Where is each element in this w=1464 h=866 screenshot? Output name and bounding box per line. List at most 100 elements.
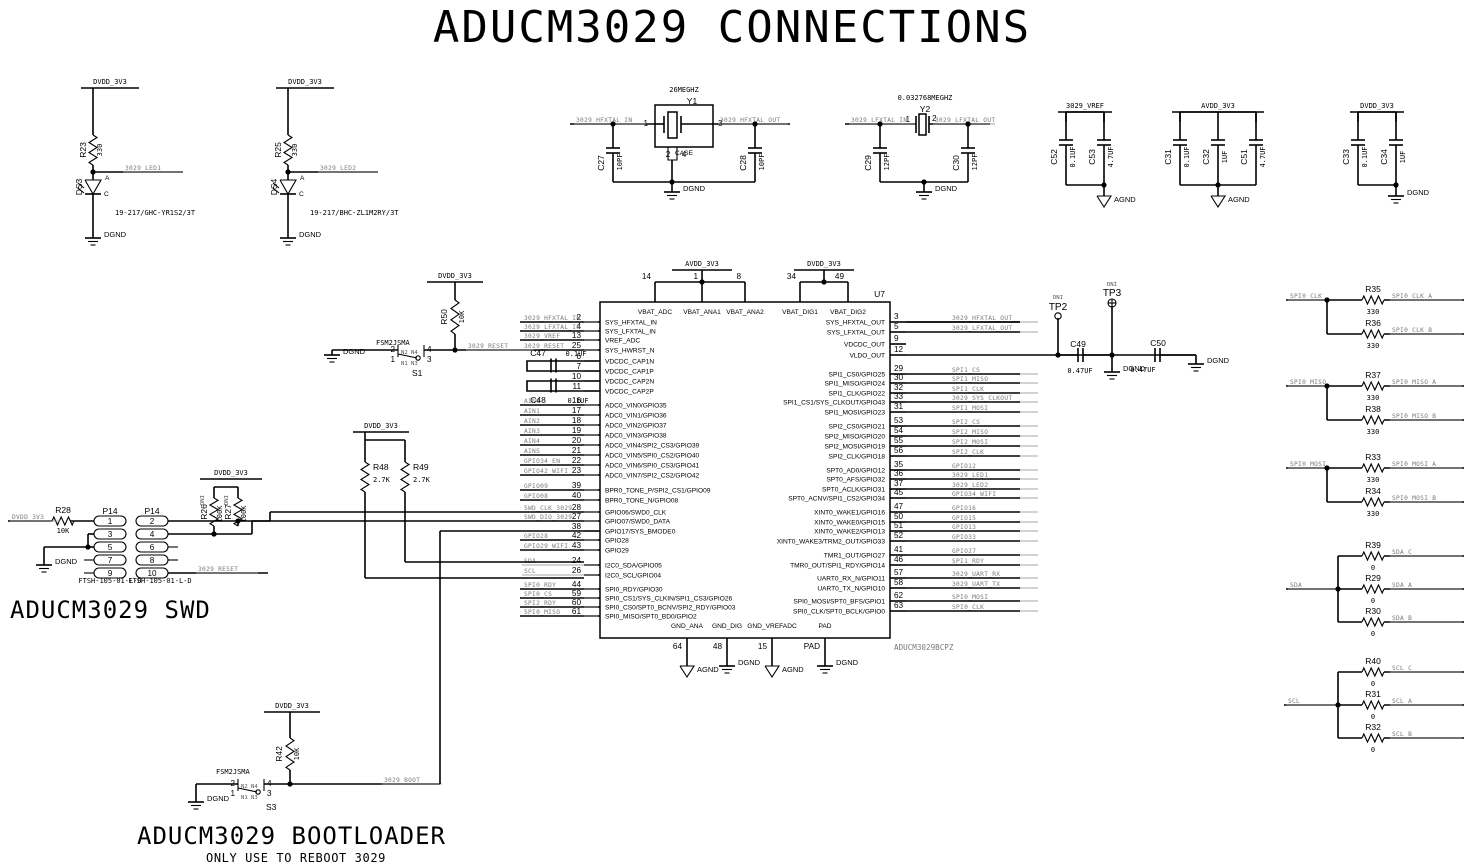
ic-leftpin-59-name: SPI0_CS1/SYS_CLKIN/SPI1_CS3/GPIO26 bbox=[605, 596, 733, 603]
avdd-bus-dot bbox=[699, 279, 705, 285]
ic-leftpin-40-num: 40 bbox=[572, 491, 582, 500]
xtal2-cap-out-ref: C30 bbox=[951, 155, 961, 171]
ic-leftpin-59-net: SPI0_CS bbox=[524, 591, 552, 598]
ic-toppin-49-name: VBAT_DIG2 bbox=[830, 309, 866, 316]
ic-leftpin-22-net: GPIO34_EN bbox=[524, 458, 560, 465]
ic-rightpin-51-num: 51 bbox=[894, 521, 904, 530]
ic-rightpin-56-net: SPI2_CLK bbox=[952, 449, 984, 456]
xtal2-cap-in-ref: C29 bbox=[863, 155, 873, 171]
boot-section-subtitle: ONLY USE TO REBOOT 3029 bbox=[206, 851, 386, 865]
ic-toppin-8-name: VBAT_ANA2 bbox=[726, 309, 764, 316]
bank-dvdd-cap0-val: 0.1UF bbox=[1361, 146, 1369, 167]
ic-rightpin-50-net: GPIO15 bbox=[952, 515, 976, 522]
ic-botpin-64-gnd bbox=[679, 665, 696, 679]
led1-diode-body bbox=[84, 179, 102, 196]
ic-rightpin-63-net: SPI0_CLK bbox=[952, 604, 984, 611]
swd-pullup-rail-label: DVDD_3V3 bbox=[214, 469, 248, 477]
split-4-row1-res bbox=[1361, 699, 1385, 711]
split-1-row0-val: 330 bbox=[1367, 394, 1380, 402]
ic-toppin-49-num: 49 bbox=[835, 272, 845, 281]
split-0-row1-res bbox=[1361, 328, 1385, 340]
ic-leftpin-6-name: VDCDC_CAP1N bbox=[605, 359, 654, 366]
split-2-row1-res bbox=[1361, 496, 1385, 508]
ic-botpin-PAD-num: PAD bbox=[804, 642, 820, 651]
swd-rail-net: DVDD_3V3 bbox=[12, 514, 44, 521]
split-3-row0-ref: R39 bbox=[1365, 540, 1381, 550]
reset-sw-pin1: 1 bbox=[390, 355, 395, 364]
split-3-row0-out-net: SDA_C bbox=[1392, 549, 1412, 556]
bank-avdd-cap2-val: 4.7UF bbox=[1259, 146, 1267, 167]
ic-leftpin-22-num: 22 bbox=[572, 456, 582, 465]
ic-rightpin-58-net: 3029_UART_TX bbox=[952, 581, 1000, 588]
ic-leftpin-40-name: BPR0_TONE_N/GPIO08 bbox=[605, 498, 679, 505]
i2c-r48 bbox=[359, 461, 371, 493]
ic-leftpin-26-name: I2C0_SCL/GPIO04 bbox=[605, 573, 661, 580]
ic-rightpin-29-num: 29 bbox=[894, 364, 904, 373]
reset-sw-pin2: 2 bbox=[390, 345, 395, 354]
ic-rightpin-45-num: 45 bbox=[894, 488, 904, 497]
bank-avdd-gnd bbox=[1210, 195, 1227, 209]
ic-leftpin-43-net: GPIO29_WIFI bbox=[524, 543, 568, 550]
tp2-pad[interactable] bbox=[1054, 312, 1062, 320]
ic-leftpin-24-name: I2C0_SDA/GPIO05 bbox=[605, 563, 662, 570]
swd-pin-4-num: 4 bbox=[150, 530, 155, 539]
ic-leftpin-13-name: VREF_ADC bbox=[605, 338, 640, 345]
boot-sw-ref: S3 bbox=[266, 802, 277, 812]
led1-net: 3029_LED1 bbox=[125, 165, 161, 172]
ic-leftpin-59-num: 59 bbox=[572, 589, 582, 598]
split-0-row0-out-net: SPI0_CLK_A bbox=[1392, 293, 1432, 300]
ic-rightpin-5-name: SYS_LFXTAL_OUT bbox=[827, 330, 885, 337]
swd-pin-2-num: 2 bbox=[150, 517, 155, 526]
ic-rightpin-51-net: GPIO13 bbox=[952, 524, 976, 531]
ic-rightpin-35-num: 35 bbox=[894, 460, 904, 469]
ic-leftpin-21-name: ADC0_VIN5/SPI0_CS2/GPIO40 bbox=[605, 453, 700, 460]
swd-conn-left-label: P14 bbox=[102, 506, 117, 516]
boot-sw-actuator bbox=[237, 787, 258, 793]
ic-leftpin-28-net: SWD_CLK_3029 bbox=[524, 505, 572, 512]
ic-leftpin-2-num: 2 bbox=[576, 313, 581, 322]
boot-resistor bbox=[285, 737, 295, 771]
ic-leftpin-4-num: 4 bbox=[576, 322, 581, 331]
c50-gnd-label: DGND bbox=[1207, 356, 1230, 365]
ic-toppin-1-num: 1 bbox=[693, 272, 698, 281]
split-3-row1-ref: R29 bbox=[1365, 573, 1381, 583]
ic-leftpin-23-num: 23 bbox=[572, 466, 582, 475]
reset-sw-ref: S1 bbox=[412, 368, 423, 378]
ic-leftpin-19-name: ADC0_VIN3/GPIO38 bbox=[605, 433, 667, 440]
ic-rightpin-55-num: 55 bbox=[894, 436, 904, 445]
swd-section-title: ADUCM3029 SWD bbox=[10, 596, 211, 624]
ic-rightpin-33-name: SPI1_CS1/SYS_CLKOUT/GPIO43 bbox=[783, 400, 885, 407]
ic-leftpin-20-name: ADC0_VIN4/SPI2_CS3/GPIO39 bbox=[605, 443, 700, 450]
boot-sw-n2: N2 bbox=[241, 784, 248, 790]
ic-leftpin-10-num: 10 bbox=[572, 372, 582, 381]
split-1-row1-res bbox=[1361, 414, 1385, 426]
led1-emit2 bbox=[77, 187, 85, 194]
xtal2-ref: Y2 bbox=[920, 104, 931, 114]
ic-leftpin-19-num: 19 bbox=[572, 426, 582, 435]
bank-dvdd-cap0-ref: C33 bbox=[1341, 149, 1351, 165]
ic-leftpin-2-name: SYS_HFXTAL_IN bbox=[605, 320, 657, 327]
ic-leftpin-21-net: AIN5 bbox=[524, 448, 540, 455]
split-1-row0-out-net: SPI0_MISO_A bbox=[1392, 379, 1436, 386]
xtal2-net-in: 3029_LFXTAL_IN bbox=[851, 117, 907, 124]
swd-r28-ref: R28 bbox=[55, 505, 71, 515]
swd-pin-10-num: 10 bbox=[147, 569, 157, 578]
ic-rightpin-58-num: 58 bbox=[894, 578, 904, 587]
split-3-row0-res bbox=[1361, 550, 1385, 562]
ic-botpin-15-num: 15 bbox=[758, 642, 768, 651]
swd-r28 bbox=[51, 515, 75, 527]
page-title: ADUCM3029 CONNECTIONS bbox=[433, 2, 1031, 53]
ic-leftpin-27-net: SWD_DIO_3029 bbox=[524, 514, 572, 521]
ic-leftpin-4-net: 3029_LFXTAL_IN bbox=[524, 324, 580, 331]
bank-dvdd-gnd-label: DGND bbox=[1407, 188, 1430, 197]
ic-rightpin-36-num: 36 bbox=[894, 469, 904, 478]
led2-resistor bbox=[282, 134, 294, 166]
led2-net: 3029_LED2 bbox=[320, 165, 356, 172]
swd-r27-ref: R27 bbox=[223, 504, 233, 520]
bank-avdd-gnd-label: AGND bbox=[1228, 195, 1250, 204]
ic-leftpin-22-name: ADC0_VIN6/SPI0_CS3/GPIO41 bbox=[605, 463, 700, 470]
ic-leftpin-39-net: GPIO09 bbox=[524, 483, 548, 490]
reset-res-val: 10K bbox=[458, 310, 466, 323]
split-3-row1-out-net: SDA_A bbox=[1392, 582, 1412, 589]
